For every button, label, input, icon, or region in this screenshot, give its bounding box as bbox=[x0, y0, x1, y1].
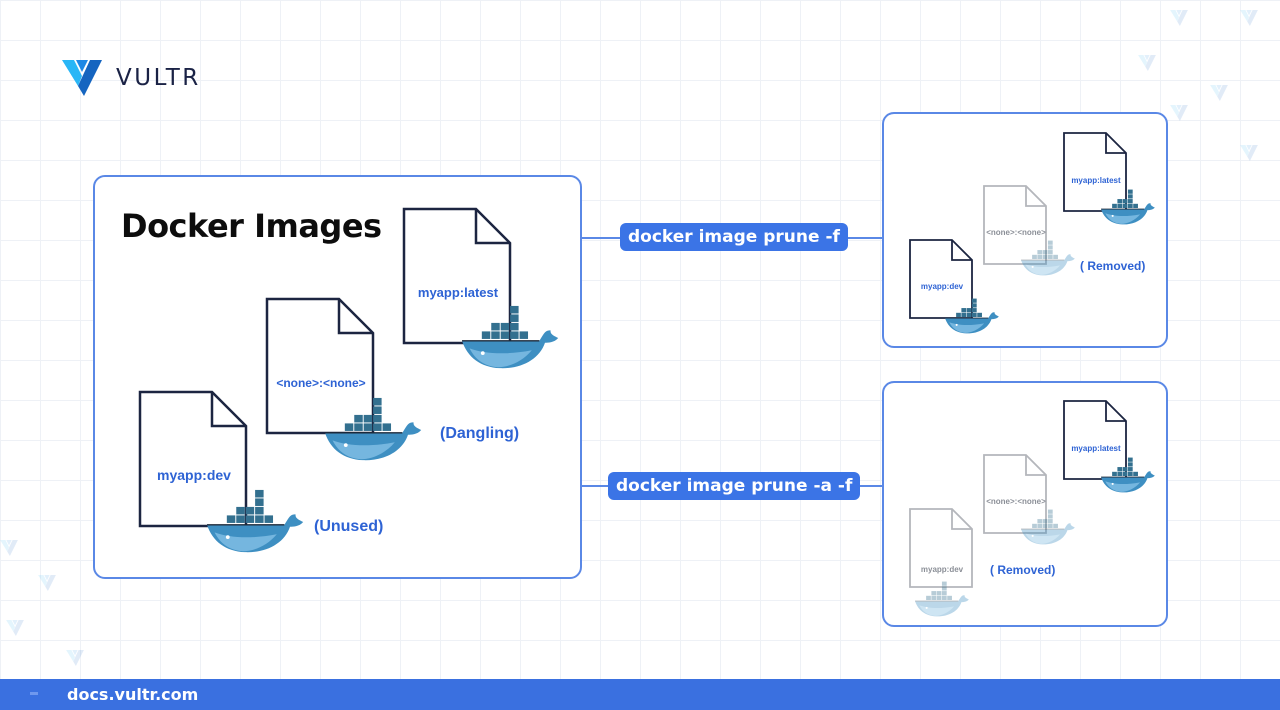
docker-whale-icon bbox=[1020, 509, 1078, 546]
footer-mark bbox=[30, 692, 38, 695]
decorative-logo-pattern-left bbox=[0, 540, 84, 666]
brand-name: VULTR bbox=[116, 65, 201, 91]
image-file-icon bbox=[138, 390, 248, 528]
prune-command: docker image prune -f bbox=[620, 223, 848, 251]
docker-whale-icon bbox=[914, 581, 972, 618]
image-tag-label: <none>:<none> bbox=[986, 228, 1046, 237]
footer-url[interactable]: docs.vultr.com bbox=[67, 685, 199, 704]
image-file-icon bbox=[983, 185, 1047, 265]
image-file-icon bbox=[983, 454, 1047, 534]
image-file-icon bbox=[265, 297, 375, 435]
unused-note: (Unused) bbox=[314, 518, 384, 535]
vultr-logo: VULTR bbox=[62, 60, 201, 96]
footer-bar: docs.vultr.com bbox=[0, 679, 1280, 710]
image-file-icon bbox=[1063, 400, 1127, 480]
removed-note: ( Removed) bbox=[990, 563, 1056, 577]
prune-all-command: docker image prune -a -f bbox=[608, 472, 861, 500]
docker-whale-icon bbox=[944, 298, 1002, 335]
docker-whale-icon bbox=[1020, 240, 1078, 277]
removed-note: ( Removed) bbox=[1080, 259, 1146, 273]
image-tag-label: <none>:<none> bbox=[276, 376, 366, 390]
panel-title: Docker Images bbox=[121, 207, 382, 245]
vultr-v-logo-icon bbox=[62, 60, 102, 96]
image-tag-label: myapp:latest bbox=[1071, 176, 1121, 185]
docker-images-panel: Docker Images myapp:latest <none>:<none>… bbox=[93, 175, 582, 579]
dangling-note: (Dangling) bbox=[440, 425, 520, 442]
image-file-icon bbox=[402, 207, 512, 345]
docker-whale-icon bbox=[1100, 457, 1158, 494]
image-file-icon bbox=[909, 239, 973, 319]
image-tag-label: myapp:dev bbox=[920, 565, 964, 574]
prune-result-panel: myapp:latest <none>:<none> ( Removed) my… bbox=[882, 112, 1168, 348]
image-tag-label: myapp:latest bbox=[1071, 444, 1121, 453]
image-tag-label: <none>:<none> bbox=[986, 497, 1046, 506]
docker-whale-icon bbox=[1100, 189, 1158, 226]
connector-lines bbox=[580, 237, 885, 487]
image-tag-label: myapp:dev bbox=[157, 467, 231, 483]
docker-whale-icon bbox=[205, 489, 309, 555]
docker-whale-icon bbox=[323, 397, 427, 463]
image-file-icon bbox=[1063, 132, 1127, 212]
image-tag-label: myapp:latest bbox=[417, 285, 499, 300]
prune-all-result-panel: myapp:latest <none>:<none> ( Removed) my… bbox=[882, 381, 1168, 627]
image-tag-label: myapp:dev bbox=[920, 282, 964, 291]
docker-whale-icon bbox=[460, 305, 564, 371]
image-file-icon bbox=[909, 508, 973, 588]
